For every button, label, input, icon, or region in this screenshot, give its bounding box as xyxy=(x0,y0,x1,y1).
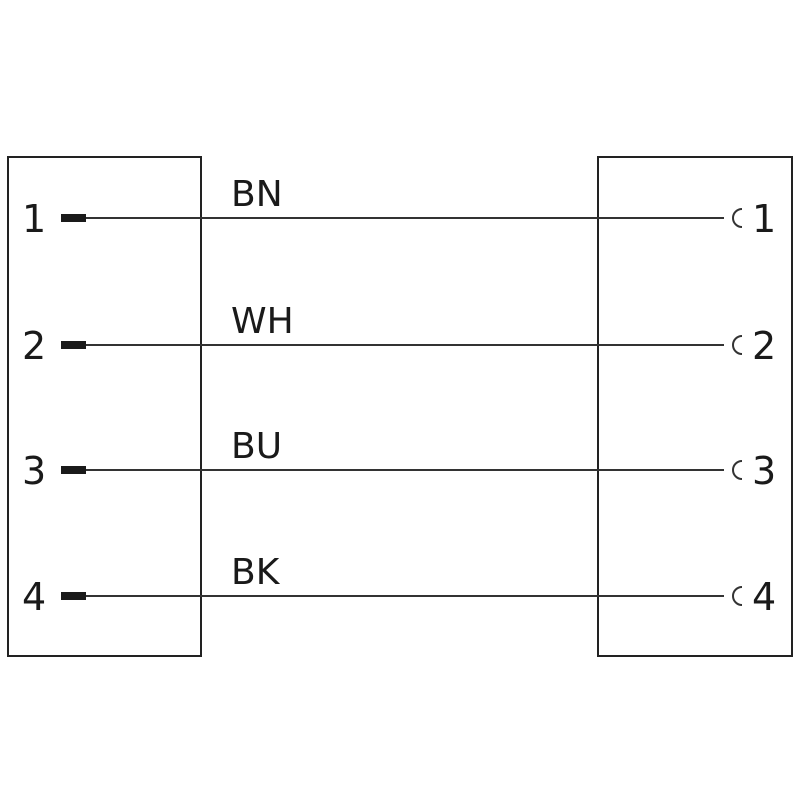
right-pin-number: 2 xyxy=(752,324,776,368)
left-connector-box xyxy=(7,156,202,657)
left-pin-number: 4 xyxy=(22,575,46,619)
wire-color-label: WH xyxy=(231,301,294,342)
left-pin-marker xyxy=(61,341,86,349)
right-socket-marker xyxy=(732,335,743,355)
wire-color-label: BU xyxy=(231,426,282,467)
left-pin-number: 1 xyxy=(22,197,46,241)
left-pin-marker xyxy=(61,592,86,600)
left-pin-number: 2 xyxy=(22,324,46,368)
wire-color-label: BK xyxy=(231,552,281,593)
right-socket-marker xyxy=(732,208,743,228)
right-pin-number: 4 xyxy=(752,575,776,619)
left-pin-number: 3 xyxy=(22,449,46,493)
left-pin-marker xyxy=(61,466,86,474)
right-connector-box xyxy=(597,156,793,657)
right-pin-number: 3 xyxy=(752,449,776,493)
right-pin-number: 1 xyxy=(752,197,776,241)
right-socket-marker xyxy=(732,460,743,480)
wire-color-label: BN xyxy=(231,174,283,215)
right-socket-marker xyxy=(732,586,743,606)
left-pin-marker xyxy=(61,214,86,222)
